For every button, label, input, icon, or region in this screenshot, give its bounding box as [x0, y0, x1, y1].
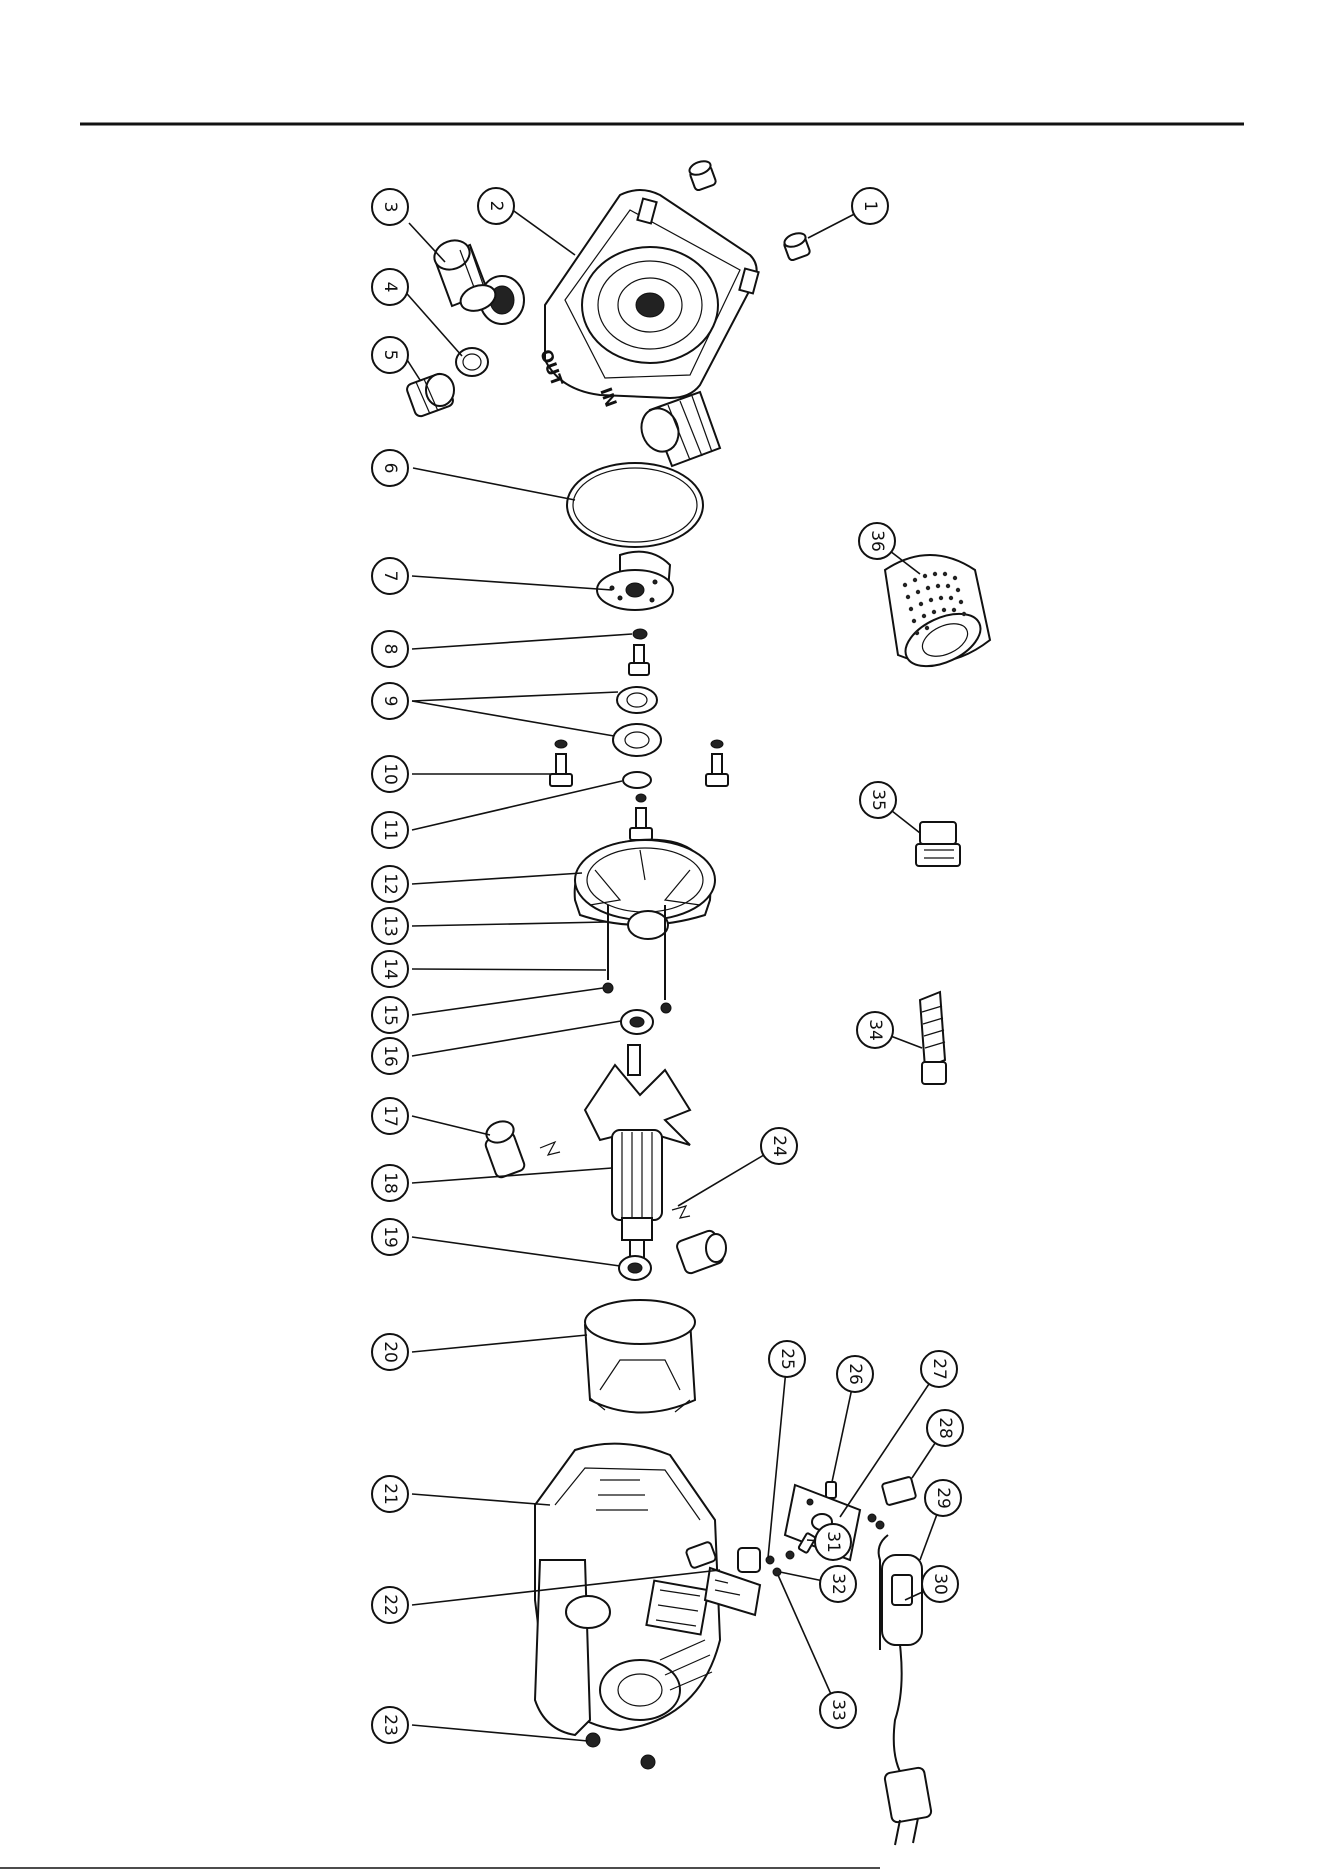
plate-screw [826, 1482, 836, 1498]
callout-number: 28 [935, 1417, 955, 1439]
check-valve [405, 372, 454, 418]
callout-number: 36 [867, 530, 887, 552]
callout-number: 32 [828, 1573, 848, 1595]
callout-number: 2 [486, 201, 506, 212]
rear-bearing [619, 1256, 651, 1280]
callout-number: 31 [823, 1531, 843, 1553]
callout-16: 16 [372, 1038, 408, 1074]
callout-3: 3 [372, 189, 408, 225]
parts-artwork: OUT IN [405, 159, 990, 1845]
strainer-hose [920, 992, 946, 1084]
cord-clamp [868, 1476, 916, 1529]
threaded-nipple [430, 236, 499, 316]
callout-11: 11 [372, 812, 408, 848]
filter-cylinder [885, 555, 990, 677]
stator [585, 1300, 695, 1413]
callout-number: 24 [769, 1135, 789, 1157]
callout-4: 4 [372, 269, 408, 305]
impeller [597, 552, 673, 610]
flat-washer [623, 772, 651, 788]
callout-number: 1 [860, 201, 880, 212]
callout-number: 17 [380, 1105, 400, 1127]
callout-20: 20 [372, 1334, 408, 1370]
callout-9: 9 [372, 683, 408, 719]
callout-18: 18 [372, 1165, 408, 1201]
rotor-armature [585, 1045, 690, 1262]
small-nut [633, 629, 647, 639]
callout-13: 13 [372, 908, 408, 944]
pump-housing: OUT IN [480, 190, 759, 466]
mechanical-seal [613, 687, 661, 756]
callout-number: 33 [828, 1699, 848, 1721]
callout-14: 14 [372, 951, 408, 987]
callout-number: 27 [929, 1358, 949, 1380]
callout-number: 23 [380, 1714, 400, 1736]
callout-30: 30 [922, 1566, 958, 1602]
callout-33: 33 [820, 1692, 856, 1728]
callout-number: 4 [380, 282, 400, 293]
callout-number: 22 [380, 1594, 400, 1616]
callout-24: 24 [761, 1128, 797, 1164]
callout-28: 28 [927, 1410, 963, 1446]
callout-number: 20 [380, 1341, 400, 1363]
callout-27: 27 [921, 1351, 957, 1387]
washer [456, 348, 488, 376]
rubber-foot [641, 1755, 655, 1769]
callout-number: 25 [777, 1348, 797, 1370]
callout-10: 10 [372, 756, 408, 792]
callout-6: 6 [372, 450, 408, 486]
callout-22: 22 [372, 1587, 408, 1623]
callout-5: 5 [372, 337, 408, 373]
callout-number: 11 [380, 819, 400, 841]
callout-29: 29 [925, 1480, 961, 1516]
callout-15: 15 [372, 997, 408, 1033]
callout-35: 35 [860, 782, 896, 818]
callout-number: 18 [380, 1172, 400, 1194]
callout-26: 26 [837, 1356, 873, 1392]
bolt-center [629, 645, 649, 675]
callout-12: 12 [372, 866, 408, 902]
hose-adapter [916, 822, 960, 866]
front-bearing [621, 1010, 653, 1034]
callout-number: 16 [380, 1045, 400, 1067]
callout-number: 8 [380, 644, 400, 655]
callout-number: 35 [868, 789, 888, 811]
callout-7: 7 [372, 558, 408, 594]
callout-32: 32 [820, 1566, 856, 1602]
callout-19: 19 [372, 1219, 408, 1255]
callout-36: 36 [859, 523, 895, 559]
callout-8: 8 [372, 631, 408, 667]
brush-holder-left [483, 1118, 560, 1179]
callout-number: 6 [380, 463, 400, 474]
callout-number: 26 [845, 1363, 865, 1385]
brush-holder-right [672, 1206, 726, 1275]
callout-25: 25 [769, 1341, 805, 1377]
o-ring [567, 463, 703, 547]
callout-number: 10 [380, 763, 400, 785]
callout-number: 7 [380, 571, 400, 582]
callout-number: 29 [933, 1487, 953, 1509]
callout-1: 1 [852, 188, 888, 224]
callout-number: 12 [380, 873, 400, 895]
callout-number: 13 [380, 915, 400, 937]
pump-cover [575, 840, 715, 939]
callout-number: 9 [380, 696, 400, 707]
callout-number: 15 [380, 1004, 400, 1026]
callout-31: 31 [815, 1524, 851, 1560]
callout-17: 17 [372, 1098, 408, 1134]
callout-number: 21 [380, 1483, 400, 1505]
callout-2: 2 [478, 188, 514, 224]
callout-number: 19 [380, 1226, 400, 1248]
callout-number: 14 [380, 958, 400, 980]
callout-number: 34 [865, 1019, 885, 1041]
callout-number: 5 [380, 350, 400, 361]
callout-21: 21 [372, 1476, 408, 1512]
callout-23: 23 [372, 1707, 408, 1743]
callout-number: 3 [380, 202, 400, 213]
rubber-foot [586, 1733, 600, 1747]
callout-34: 34 [857, 1012, 893, 1048]
callout-number: 30 [930, 1573, 950, 1595]
